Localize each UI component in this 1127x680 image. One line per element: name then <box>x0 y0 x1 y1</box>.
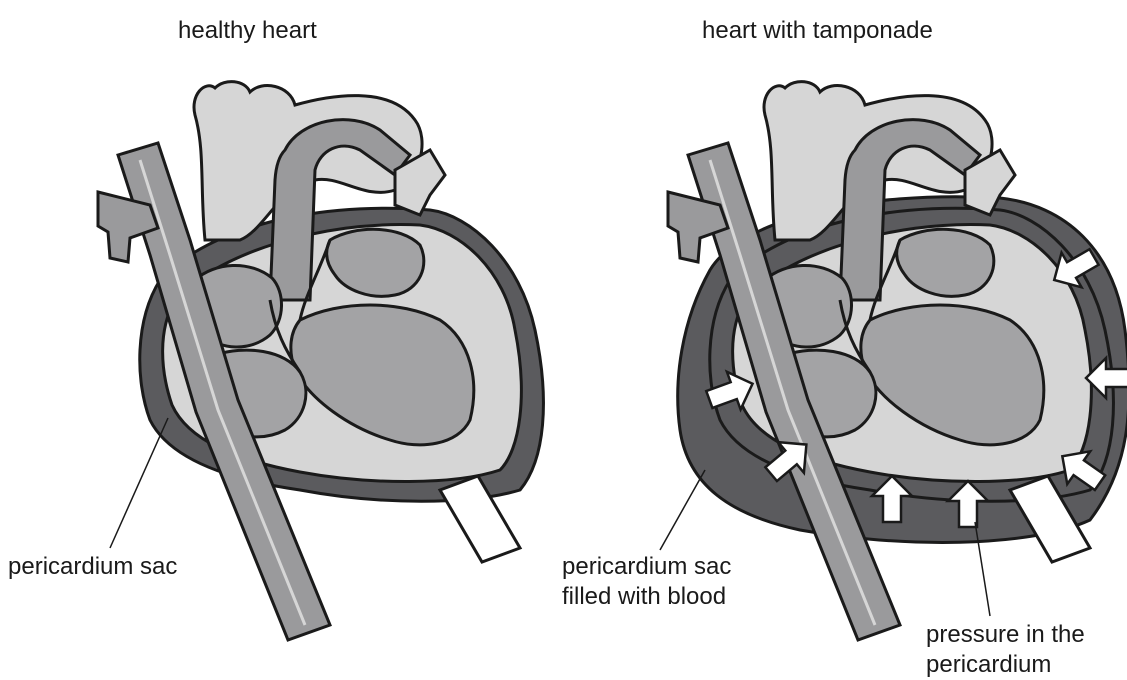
leader-line-pericardium-sac <box>110 418 168 548</box>
sac-filled-label-line1: pericardium sac <box>562 552 731 582</box>
pericardium-sac-label: pericardium sac <box>8 552 177 582</box>
pressure-label-line1: pressure in the <box>926 620 1085 650</box>
tamponade-heart-illustration <box>668 82 1127 640</box>
tamponade-heart-title: heart with tamponade <box>702 16 933 46</box>
healthy-heart-title: healthy heart <box>178 16 317 46</box>
pressure-label: pressure in the pericardium <box>926 620 1085 680</box>
pressure-label-line2: pericardium <box>926 650 1085 680</box>
leader-line-sac-filled <box>660 470 705 550</box>
sac-filled-label-line2: filled with blood <box>562 582 731 612</box>
sac-filled-label: pericardium sac filled with blood <box>562 552 731 612</box>
